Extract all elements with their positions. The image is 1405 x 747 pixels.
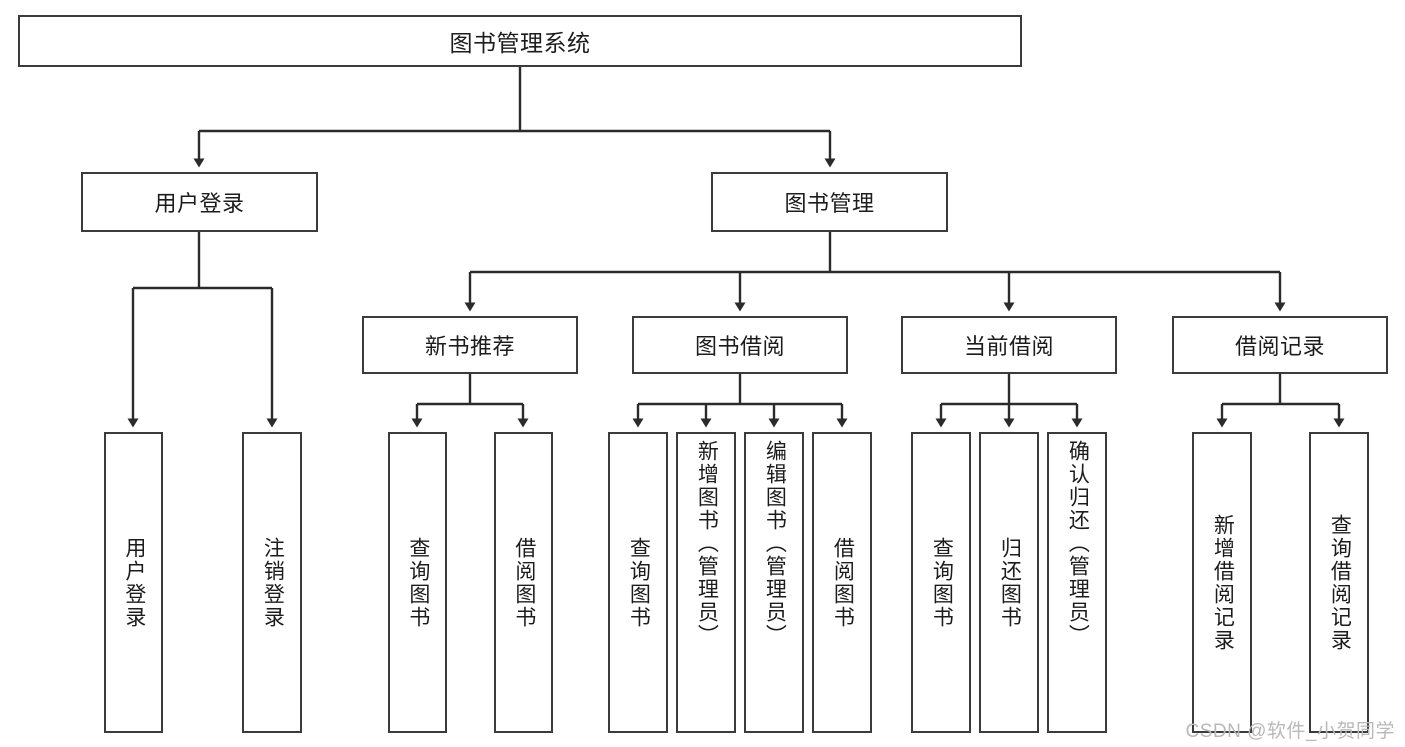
- node-label: 用户登录: [154, 191, 245, 216]
- csdn-watermark: CSDN @软件_小贺同学: [1185, 721, 1395, 742]
- node-label: 用户登录: [122, 536, 146, 629]
- node-leaf-query-borrow-record[interactable]: 查询借阅记录: [1309, 432, 1369, 733]
- node-label: 查询图书: [406, 536, 430, 629]
- node-label: 当前借阅: [963, 334, 1054, 359]
- node-label: 查询借阅记录: [1328, 513, 1352, 652]
- node-leaf-return-book[interactable]: 归还图书: [979, 432, 1039, 733]
- node-label: 图书管理系统: [449, 30, 591, 56]
- node-leaf-add-borrow-record[interactable]: 新增借阅记录: [1192, 432, 1252, 733]
- node-leaf-query-book-current[interactable]: 查询图书: [911, 432, 971, 733]
- node-label: 借阅图书: [512, 536, 536, 629]
- node-current-borrow[interactable]: 当前借阅: [901, 316, 1117, 374]
- node-new-book-recommend[interactable]: 新书推荐: [362, 316, 578, 374]
- node-label: 图书借阅: [694, 334, 785, 359]
- node-label: 编辑图书（管理员）: [763, 440, 787, 647]
- node-label: 新增图书（管理员）: [695, 440, 719, 647]
- node-label: 归还图书: [998, 536, 1022, 629]
- node-label: 新增借阅记录: [1211, 513, 1235, 652]
- node-leaf-confirm-return-admin[interactable]: 确认归还（管理员）: [1047, 432, 1107, 733]
- node-label: 借阅图书: [831, 536, 855, 629]
- node-label: 新书推荐: [424, 334, 515, 359]
- node-leaf-logout[interactable]: 注销登录: [242, 432, 302, 733]
- node-leaf-borrow-book[interactable]: 借阅图书: [812, 432, 872, 733]
- node-label: 借阅记录: [1234, 334, 1325, 359]
- node-book-borrow[interactable]: 图书借阅: [632, 316, 848, 374]
- node-root-book-management-system[interactable]: 图书管理系统: [18, 15, 1022, 67]
- node-label: 图书管理: [784, 191, 875, 216]
- node-user-login[interactable]: 用户登录: [81, 172, 318, 232]
- node-leaf-query-book-borrow[interactable]: 查询图书: [608, 432, 668, 733]
- node-leaf-edit-book-admin[interactable]: 编辑图书（管理员）: [744, 432, 804, 733]
- node-label: 确认归还（管理员）: [1066, 440, 1090, 647]
- node-leaf-borrow-book-recommend[interactable]: 借阅图书: [494, 432, 553, 733]
- node-label: 查询图书: [627, 536, 651, 629]
- node-label: 查询图书: [930, 536, 954, 629]
- node-book-management[interactable]: 图书管理: [711, 172, 948, 232]
- node-leaf-query-book-recommend[interactable]: 查询图书: [388, 432, 447, 733]
- node-label: 注销登录: [261, 536, 285, 629]
- node-leaf-add-book-admin[interactable]: 新增图书（管理员）: [676, 432, 736, 733]
- node-borrow-record[interactable]: 借阅记录: [1172, 316, 1388, 374]
- node-leaf-user-login[interactable]: 用户登录: [104, 432, 163, 733]
